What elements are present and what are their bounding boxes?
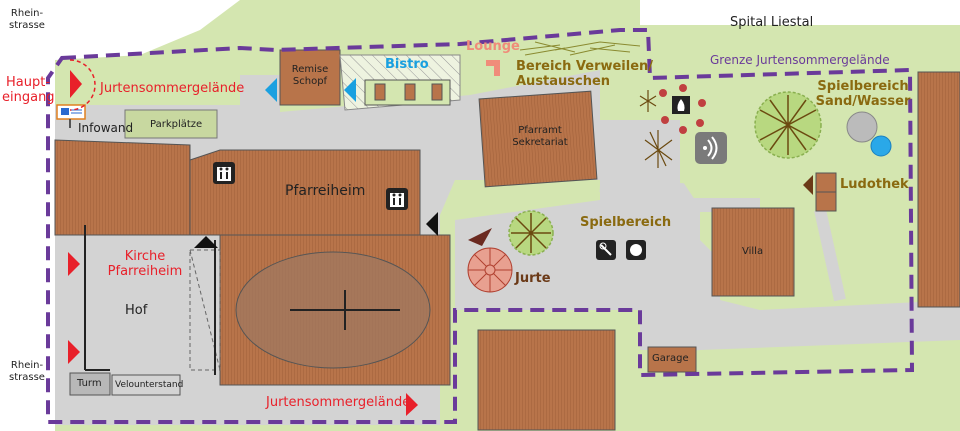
label-spielbereich-sand: Spielbereich Sand/Wasser — [815, 79, 911, 109]
pfarramt-building — [478, 90, 598, 188]
water-area — [870, 135, 892, 157]
tree-icon — [644, 130, 673, 168]
jurte-icon — [467, 247, 513, 293]
restroom-icon — [386, 188, 408, 210]
info-board-icon — [56, 104, 86, 128]
label-rheinstrasse-bottom: Rhein- strasse — [9, 360, 45, 383]
label-garage: Garage — [652, 353, 689, 364]
fire-icon — [672, 96, 690, 114]
south-building — [477, 329, 616, 431]
jurte-arrow — [468, 228, 492, 246]
boundary-line — [46, 28, 915, 424]
entrance-arrow-icon — [68, 70, 418, 416]
label-infowand: Infowand — [78, 121, 134, 135]
restroom-icon — [213, 162, 235, 184]
fire-pit-seating — [659, 84, 706, 134]
label-lounge: Lounge — [466, 39, 520, 54]
label-grenze: Grenze Jurtensommergelände — [710, 53, 890, 67]
label-spital: Spital Liestal — [730, 15, 814, 30]
tree-icon — [639, 90, 657, 112]
label-villa: Villa — [742, 246, 764, 257]
label-parkplaetze: Parkplätze — [150, 119, 203, 130]
tree-icon — [508, 210, 554, 256]
label-bistro: Bistro — [385, 57, 429, 72]
bistro-arrow-icon — [265, 78, 356, 102]
garage-building — [647, 346, 697, 373]
right-building — [917, 71, 960, 308]
label-rheinstrasse-top: Rhein- strasse — [9, 8, 45, 31]
label-ludothek: Ludothek — [840, 177, 909, 192]
label-remise: Remise Schopf — [291, 64, 329, 87]
label-pfarreiheim: Pfarreiheim — [285, 183, 366, 199]
label-kirche: Kirche Pfarreiheim — [107, 249, 183, 279]
label-jurte: Jurte — [515, 271, 551, 286]
turm-building — [69, 372, 111, 396]
pfarreiheim-building — [54, 139, 421, 236]
ball-icon — [626, 240, 646, 260]
velounterstand-area — [111, 374, 181, 396]
tree-icon — [754, 91, 822, 159]
wifi-icon — [695, 132, 727, 164]
door-marker — [426, 212, 438, 236]
label-velounterstand: Velounterstand — [115, 380, 184, 390]
label-turm: Turm — [77, 378, 102, 389]
tennis-icon — [596, 240, 616, 260]
label-pfarramt: Pfarramt Sekretariat — [512, 125, 568, 148]
ludothek-arrow — [803, 175, 813, 195]
label-jurtensommergelaende-bottom: Jurtensommergelände — [266, 395, 411, 410]
label-spielbereich: Spielbereich — [580, 215, 672, 230]
parkplaetze-area — [124, 109, 218, 139]
label-jurtensommergelaende-top: Jurtensommergelände — [100, 81, 245, 96]
sand-area — [846, 111, 878, 143]
label-hof: Hof — [125, 303, 148, 318]
villa-building — [711, 207, 795, 297]
door-marker — [194, 236, 218, 248]
label-haupteingang: Haupt- eingang — [2, 75, 55, 105]
lounge-icon — [486, 60, 500, 76]
remise-building — [279, 49, 341, 106]
label-verweilen: Bereich Verweilen/ Austauschen — [516, 59, 654, 89]
